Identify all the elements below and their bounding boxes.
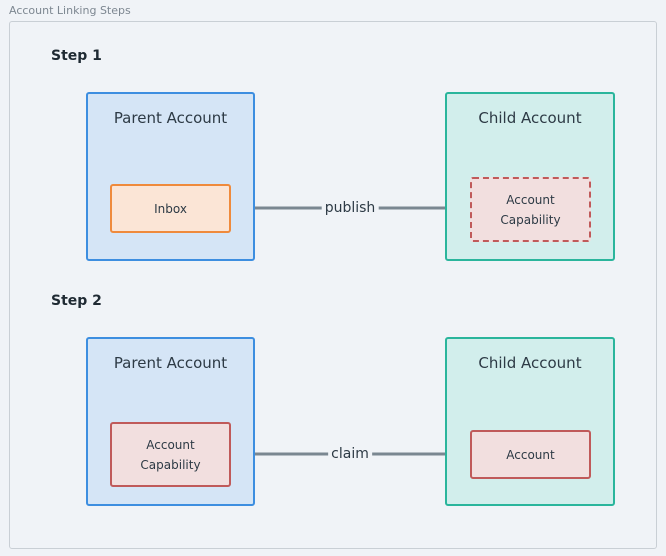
step-2-heading: Step 2: [51, 293, 102, 309]
box-title: Child Account: [478, 354, 582, 372]
step2-account-capability: Account Capability: [110, 422, 231, 487]
box-title: Parent Account: [113, 354, 228, 372]
diagram-title: Account Linking Steps: [9, 4, 131, 17]
box-title: Parent Account: [113, 109, 228, 127]
step1-account-capability: Account Capability: [470, 177, 591, 242]
step-1-heading: Step 1: [51, 48, 102, 64]
step1-parent-account: Parent Account: [86, 92, 255, 261]
step1-inbox: Inbox: [110, 184, 231, 233]
step2-child-account: Child Account: [445, 337, 615, 506]
step2-account: Account: [470, 430, 591, 479]
box-title: Child Account: [478, 109, 582, 127]
publish-label: publish: [321, 200, 379, 216]
claim-label: claim: [328, 446, 372, 462]
